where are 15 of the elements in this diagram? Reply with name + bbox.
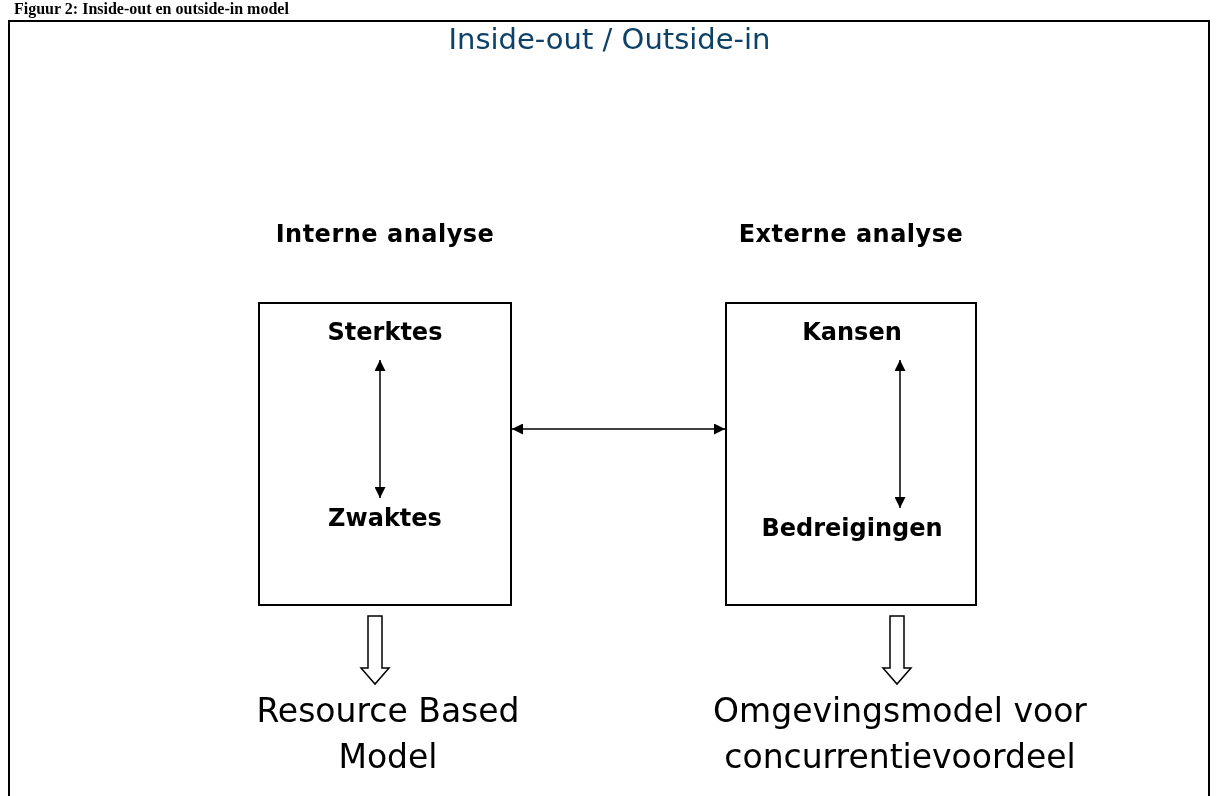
diagram-title: Inside-out / Outside-in — [447, 22, 772, 56]
box-label: Bedreigingen — [747, 514, 957, 550]
box-heading: Externe analyse — [737, 220, 965, 248]
double-arrow — [374, 359, 386, 499]
box-label: Sterktes — [310, 318, 460, 354]
hollow-arrow — [881, 615, 913, 686]
double-arrow — [894, 359, 906, 509]
box-label: Kansen — [777, 318, 927, 354]
outcome-text: Omgevingsmodel voor concurrentievoordeel — [680, 688, 1120, 782]
figure-caption: Figuur 2: Inside-out en outside-in model — [14, 0, 289, 18]
box-label: Zwaktes — [310, 504, 460, 540]
box-heading: Interne analyse — [274, 220, 496, 248]
double-arrow — [511, 423, 726, 435]
hollow-arrow — [359, 615, 391, 686]
outcome-text: Resource Based Model — [218, 688, 558, 782]
